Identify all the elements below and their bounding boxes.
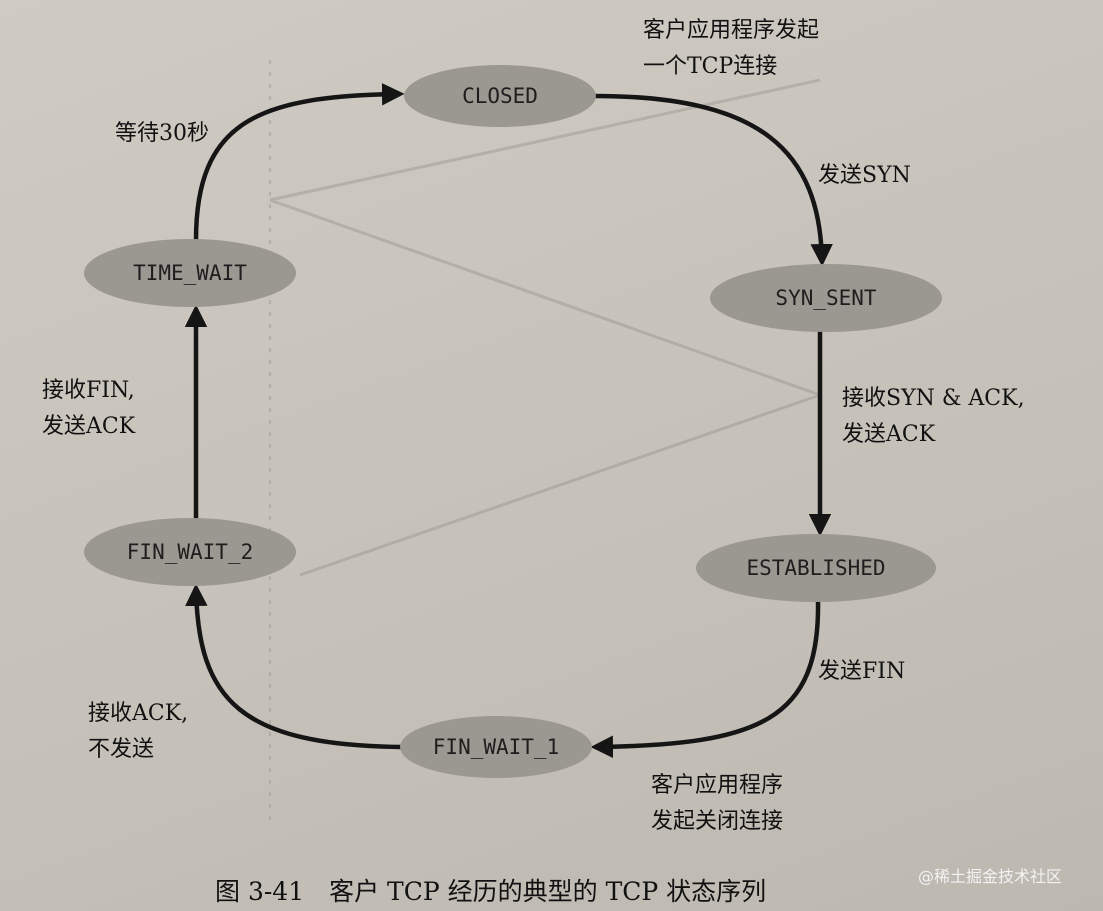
state-time-wait: TIME_WAIT [84,239,296,307]
label-client-close-line2: 发起关闭连接 [651,809,783,834]
label-recv-fin-line1: 接收FIN, [42,378,135,403]
label-recv-synack-line2: 发送ACK [842,422,936,447]
state-fin-wait-1: FIN_WAIT_1 [400,716,592,778]
state-syn-sent: SYN_SENT [710,264,942,332]
watermark: @稀土掘金技术社区 [918,867,1062,886]
svg-text:FIN_WAIT_1: FIN_WAIT_1 [433,735,559,759]
arrow-closed-to-syn-sent [594,93,833,267]
label-recv-ack-line1: 接收ACK, [88,701,188,726]
arrow-time-wait-to-closed [193,83,405,241]
state-fin-wait-2: FIN_WAIT_2 [84,518,296,586]
label-send-syn: 发送SYN [818,163,911,188]
svg-text:CLOSED: CLOSED [462,84,538,108]
label-wait-30s: 等待30秒 [115,121,209,146]
label-recv-ack-line2: 不发送 [88,737,154,762]
svg-text:ESTABLISHED: ESTABLISHED [746,556,885,580]
figure-caption: 图 3-41 客户 TCP 经历的典型的 TCP 状态序列 [215,877,766,906]
label-send-fin: 发送FIN [818,659,905,684]
state-closed: CLOSED [404,65,596,127]
label-recv-fin-line2: 发送ACK [42,414,136,439]
arrow-fin-wait-1-to-fin-wait-2 [185,583,402,750]
label-recv-synack-line1: 接收SYN & ACK, [842,386,1025,411]
background-bleed-lines [269,60,821,820]
svg-text:FIN_WAIT_2: FIN_WAIT_2 [127,540,253,564]
svg-text:TIME_WAIT: TIME_WAIT [133,261,247,285]
svg-text:SYN_SENT: SYN_SENT [775,286,877,310]
arrow-established-to-fin-wait-1 [590,600,821,759]
state-established: ESTABLISHED [696,534,936,602]
label-client-open-line1: 客户应用程序发起 [643,18,819,43]
label-client-open-line2: 一个TCP连接 [643,54,777,79]
label-client-close-line1: 客户应用程序 [651,773,783,798]
